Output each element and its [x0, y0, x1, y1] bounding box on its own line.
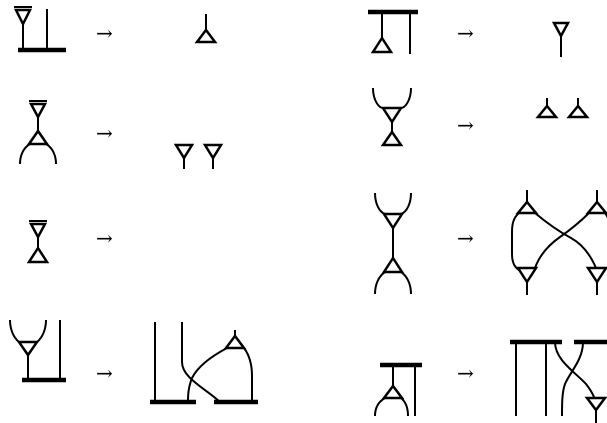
rule-4-rhs — [535, 98, 590, 119]
rule-6-lhs — [374, 192, 412, 295]
rule-4: → — [372, 87, 590, 147]
rule-3-lhs — [19, 100, 57, 165]
rule-8-lhs — [374, 362, 422, 417]
rule-2-lhs — [368, 9, 418, 54]
rule-3-arrow: → — [96, 121, 113, 145]
rule-1-lhs — [13, 6, 66, 53]
rule-6-arrow: → — [457, 226, 474, 250]
rule-2-rhs — [551, 21, 571, 57]
rule-7: → — [9, 319, 258, 405]
rule-5-arrow: → — [96, 226, 113, 250]
rule-8-rhs — [510, 339, 607, 423]
rule-7-rhs — [150, 322, 258, 405]
rule-3: → — [19, 100, 224, 169]
rule-1-arrow: → — [96, 21, 113, 45]
rule-6: → — [374, 190, 607, 295]
rule-4-lhs — [372, 87, 412, 147]
rule-3-rhs — [173, 143, 224, 169]
rule-2-arrow: → — [457, 21, 474, 45]
rule-7-lhs — [9, 319, 66, 383]
rule-2: → — [368, 9, 571, 57]
rule-8-arrow: → — [457, 361, 474, 385]
rule-6-rhs — [511, 190, 607, 295]
rule-7-arrow: → — [96, 361, 113, 385]
rule-4-arrow: → — [457, 113, 474, 137]
rule-8: → — [374, 339, 607, 423]
rule-1-rhs — [194, 14, 218, 44]
rule-5: → — [26, 220, 113, 264]
rule-5-lhs — [26, 220, 50, 264]
rule-1: → — [13, 6, 218, 53]
